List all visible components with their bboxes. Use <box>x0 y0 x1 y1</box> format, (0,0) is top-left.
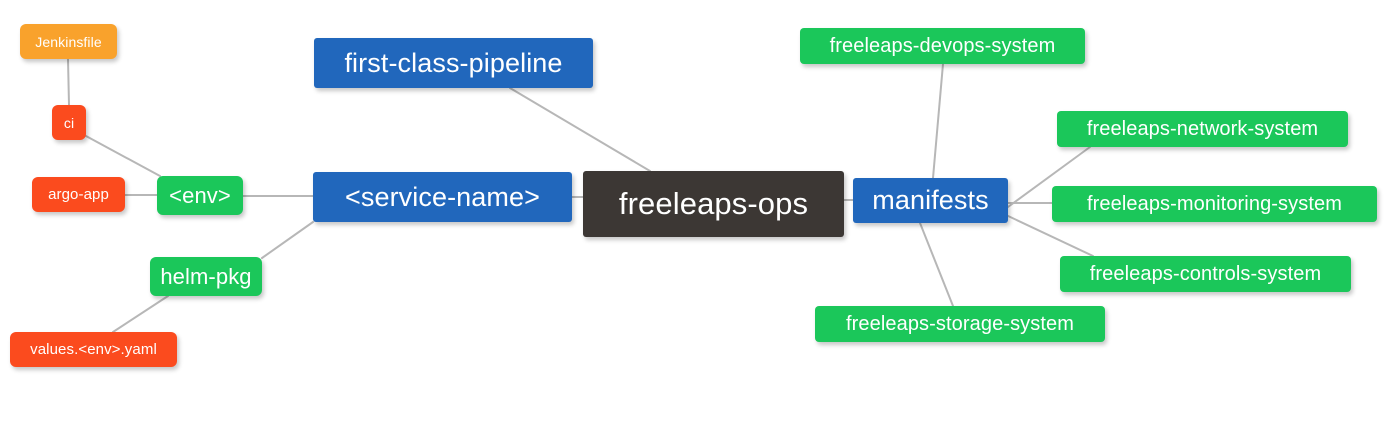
node-label-values-yaml: values.<env>.yaml <box>30 341 157 358</box>
node-argo-app[interactable]: argo-app <box>32 177 125 212</box>
node-helm-pkg[interactable]: helm-pkg <box>150 257 262 296</box>
node-label-ci: ci <box>63 114 75 131</box>
node-freeleaps-ops[interactable]: freeleaps-ops <box>583 171 844 237</box>
node-first-class[interactable]: first-class-pipeline <box>314 38 593 88</box>
node-label-manifests: manifests <box>872 185 989 215</box>
node-label-devops-system: freeleaps-devops-system <box>829 34 1056 57</box>
edge-helm-pkg-to-values-yaml <box>112 295 169 333</box>
node-devops-system[interactable]: freeleaps-devops-system <box>800 28 1085 64</box>
node-label-freeleaps-ops: freeleaps-ops <box>618 186 809 221</box>
node-label-controls-system: freeleaps-controls-system <box>1089 262 1322 285</box>
node-label-helm-pkg: helm-pkg <box>160 263 252 289</box>
node-label-env: <env> <box>169 182 231 208</box>
node-label-jenkinsfile: Jenkinsfile <box>35 33 102 50</box>
node-values-yaml[interactable]: values.<env>.yaml <box>10 332 177 367</box>
edge-ci-to-env <box>85 135 161 177</box>
node-label-service-name: <service-name> <box>345 181 540 212</box>
node-env[interactable]: <env> <box>157 176 243 215</box>
edge-service-name-to-helm-pkg <box>261 221 314 259</box>
edge-jenkinsfile-to-ci <box>67 58 70 106</box>
node-label-argo-app: argo-app <box>48 186 109 203</box>
node-controls-system[interactable]: freeleaps-controls-system <box>1060 256 1351 292</box>
node-label-monitoring-system: freeleaps-monitoring-system <box>1086 192 1342 215</box>
node-ci[interactable]: ci <box>52 105 86 140</box>
node-label-network-system: freeleaps-network-system <box>1086 117 1319 140</box>
edge-manifests-to-devops-system <box>932 63 944 179</box>
node-label-storage-system: freeleaps-storage-system <box>845 312 1075 335</box>
node-manifests[interactable]: manifests <box>853 178 1008 223</box>
edge-first-class-to-freeleaps-ops <box>509 87 651 172</box>
edge-manifests-to-storage-system <box>919 222 954 307</box>
node-label-first-class: first-class-pipeline <box>344 47 563 78</box>
node-service-name[interactable]: <service-name> <box>313 172 572 222</box>
node-storage-system[interactable]: freeleaps-storage-system <box>815 306 1105 342</box>
node-monitoring-system[interactable]: freeleaps-monitoring-system <box>1052 186 1377 222</box>
node-network-system[interactable]: freeleaps-network-system <box>1057 111 1348 147</box>
node-jenkinsfile[interactable]: Jenkinsfile <box>20 24 117 59</box>
